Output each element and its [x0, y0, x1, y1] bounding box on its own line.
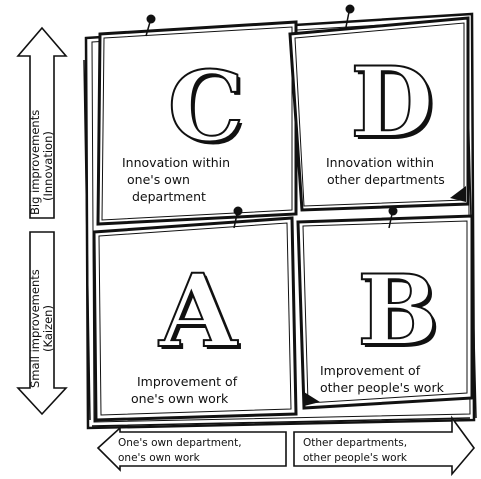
- quadrant-d-text-line1: Innovation within: [326, 155, 434, 170]
- quadrant-a: A A Improvement of one's own work: [92, 206, 298, 422]
- quadrant-b-card: [296, 214, 474, 410]
- quadrant-b: B B Improvement of other people's work: [296, 206, 474, 410]
- svg-text:C: C: [171, 53, 247, 166]
- horizontal-axis-arrow: One's own department, one's own work Oth…: [96, 415, 476, 477]
- down-arrow-shape: [16, 231, 68, 416]
- left-arrow-shape: [96, 426, 287, 472]
- pushpin-icon: [345, 4, 355, 28]
- axis-big-improvements-label: Big improvements: [28, 110, 42, 215]
- axis-kaizen-label: (Kaizen): [41, 305, 55, 352]
- vertical-axis-arrow: Big improvements (Innovation) Small impr…: [16, 26, 68, 416]
- axis-innovation-label: (Innovation): [41, 131, 55, 201]
- quadrant-c-letter: C: [168, 50, 244, 163]
- curled-corner-icon: [304, 392, 320, 406]
- curled-corner-icon: [450, 186, 466, 202]
- pushpin-icon: [233, 206, 243, 229]
- quadrant-a-card: [92, 216, 298, 422]
- pushpin-icon: [145, 14, 156, 37]
- svg-text:D: D: [353, 49, 436, 162]
- quadrant-c-card: [96, 20, 298, 226]
- quadrant-c: C C Innovation within one's own departme…: [96, 14, 298, 226]
- axis-small-improvements-label: Small improvements: [28, 269, 42, 388]
- quadrant-d-text-line2: other departments: [327, 172, 445, 187]
- right-arrow-shape: [293, 415, 476, 477]
- quadrant-a-text-line2: one's own work: [131, 391, 229, 406]
- svg-text:B: B: [360, 257, 441, 370]
- quadrant-a-letter: A: [158, 252, 238, 370]
- quadrant-b-text-line1: Improvement of: [320, 363, 421, 378]
- quadrant-b-text-line2: other people's work: [320, 380, 445, 395]
- axis-other-peoples-work-label: other people's work: [303, 452, 408, 464]
- quadrant-b-letter: B: [357, 254, 438, 367]
- quadrant-d-card: [288, 16, 470, 212]
- quadrant-a-text-line1: Improvement of: [137, 374, 238, 389]
- quadrant-d: D D Innovation within other departments: [288, 4, 470, 212]
- quadrant-c-text-line3: department: [132, 189, 206, 204]
- axis-own-department-label: One's own department,: [118, 437, 242, 449]
- quadrant-c-text-line1: Innovation within: [122, 155, 230, 170]
- axis-other-departments-label: Other departments,: [303, 437, 407, 449]
- axis-own-work-label: one's own work: [118, 452, 201, 464]
- svg-text:A: A: [161, 255, 241, 373]
- pushpin-icon: [388, 206, 398, 229]
- up-arrow-shape: [16, 26, 68, 219]
- quadrant-c-text-line2: one's own: [127, 172, 190, 187]
- quadrant-d-letter: D: [350, 46, 433, 159]
